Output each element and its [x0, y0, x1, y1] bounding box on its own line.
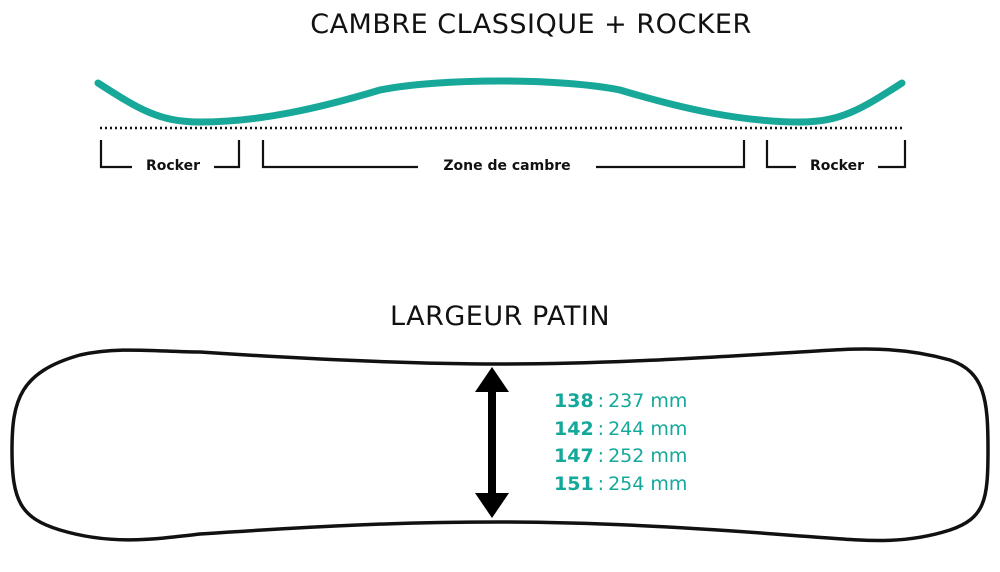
board-size: 147 [554, 445, 594, 468]
profile-title: CAMBRE CLASSIQUE + ROCKER [310, 9, 752, 40]
waist-width: 237 mm [608, 390, 688, 412]
board-size: 142 [554, 417, 594, 440]
separator: : [597, 445, 605, 468]
waist-width: 254 mm [608, 472, 688, 495]
board-outline [10, 347, 990, 543]
width-row: 147:252 mm [554, 443, 687, 471]
separator: : [597, 417, 605, 440]
board-size: 138 [554, 390, 594, 412]
board-size: 151 [554, 472, 594, 495]
separator: : [597, 472, 605, 495]
zone-label-rocker-left: Rocker [132, 158, 214, 174]
waist-width: 252 mm [608, 445, 688, 468]
zone-label-rocker-right: Rocker [796, 158, 878, 174]
profile-curve [94, 77, 906, 126]
zone-label-camber: Zone de cambre [418, 158, 596, 174]
separator: : [597, 390, 605, 412]
width-row: 151:254 mm [554, 471, 687, 499]
width-row: 138:237 mm [554, 388, 687, 416]
waist-width: 244 mm [608, 417, 688, 440]
width-row: 142:244 mm [554, 416, 687, 444]
width-list: 138:237 mm 142:244 mm 147:252 mm 151:254… [554, 388, 687, 498]
width-arrow-icon [475, 367, 509, 518]
width-title: LARGEUR PATIN [389, 301, 611, 332]
